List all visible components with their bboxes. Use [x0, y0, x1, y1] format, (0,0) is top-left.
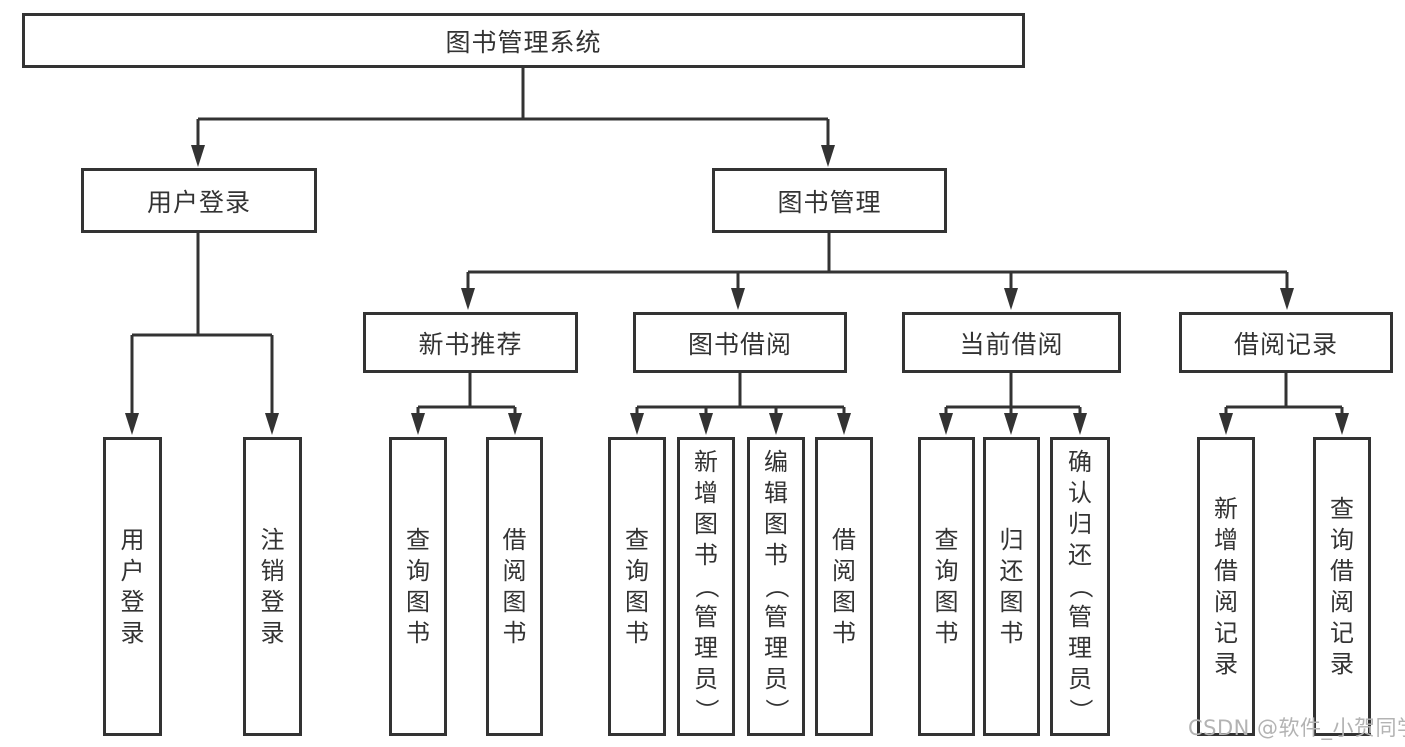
node-book-mgmt-label: 图书管理: [777, 187, 882, 217]
col-confirm-return-admin: 确认归还（管理员）: [1050, 437, 1110, 736]
col-add-book-admin: 新增图书（管理员）: [677, 437, 735, 736]
col-query-borrow-record: 查询借阅记录: [1313, 437, 1371, 736]
col-logout: 注销登录: [243, 437, 302, 736]
node-root-label: 图书管理系统: [445, 27, 602, 57]
node-new-book-rec: 新书推荐: [363, 312, 578, 373]
col-query-books-2: 查询图书: [608, 437, 666, 736]
col-query-books-3-label: 查询图书: [934, 525, 959, 647]
col-borrow-books-1: 借阅图书: [486, 437, 543, 736]
node-borrow-records: 借阅记录: [1179, 312, 1393, 373]
col-add-borrow-record-label: 新增借阅记录: [1214, 494, 1238, 678]
col-add-borrow-record: 新增借阅记录: [1197, 437, 1255, 736]
node-user-login-label: 用户登录: [146, 187, 251, 217]
connector-borrow-records-branch: [1219, 373, 1349, 435]
watermark-text: CSDN @软件_小贺同学: [1188, 716, 1405, 740]
col-query-borrow-record-label: 查询借阅记录: [1330, 494, 1354, 678]
col-query-books-1-label: 查询图书: [406, 525, 430, 647]
col-borrow-books-2-label: 借阅图书: [832, 525, 856, 647]
node-user-login: 用户登录: [81, 168, 317, 233]
node-current-borrow-label: 当前借阅: [959, 329, 1064, 359]
col-add-book-admin-label: 新增图书（管理员）: [692, 448, 721, 723]
connector-current-borrow-branch: [939, 373, 1087, 435]
node-root: 图书管理系统: [22, 13, 1025, 68]
connector-root-to-level2: [191, 68, 835, 167]
node-borrow-records-label: 借阅记录: [1233, 329, 1338, 359]
connector-user-login-branch: [125, 233, 279, 435]
node-current-borrow: 当前借阅: [902, 312, 1121, 373]
connector-book-mgmt-branch: [461, 233, 1294, 310]
col-return-books-label: 归还图书: [999, 525, 1024, 647]
col-confirm-return-admin-label: 确认归还（管理员）: [1066, 448, 1095, 723]
node-book-borrow: 图书借阅: [633, 312, 847, 373]
col-borrow-books-2: 借阅图书: [815, 437, 873, 736]
col-user-login: 用户登录: [103, 437, 162, 736]
col-return-books: 归还图书: [983, 437, 1040, 736]
node-book-mgmt: 图书管理: [712, 168, 947, 233]
col-query-books-2-label: 查询图书: [625, 525, 649, 647]
col-logout-label: 注销登录: [260, 525, 285, 647]
col-query-books-1: 查询图书: [389, 437, 447, 736]
col-borrow-books-1-label: 借阅图书: [502, 525, 527, 647]
col-query-books-3: 查询图书: [918, 437, 975, 736]
col-user-login-label: 用户登录: [120, 525, 145, 647]
col-edit-book-admin-label: 编辑图书（管理员）: [762, 448, 791, 723]
connector-book-borrow-branch: [630, 373, 851, 435]
connector-new-book-branch: [411, 373, 522, 435]
node-new-book-rec-label: 新书推荐: [418, 329, 523, 359]
col-edit-book-admin: 编辑图书（管理员）: [747, 437, 805, 736]
node-book-borrow-label: 图书借阅: [687, 329, 792, 359]
